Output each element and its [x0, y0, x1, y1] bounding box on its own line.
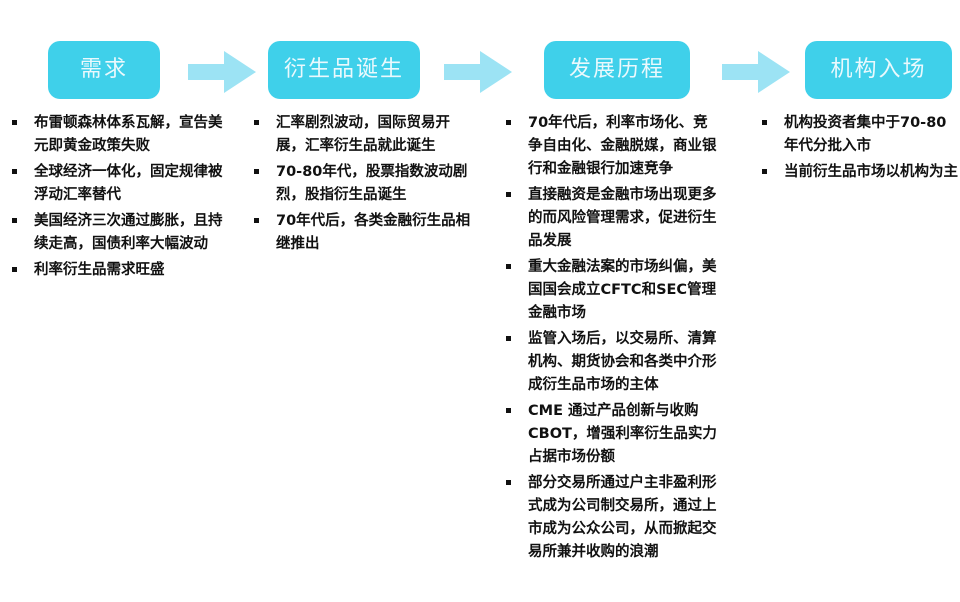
- list-item: CME 通过产品创新与收购CBOT，增强利率衍生品实力占据市场份额: [492, 400, 722, 469]
- list-item: 重大金融法案的市场纠偏，美国国会成立CFTC和SEC管理金融市场: [492, 256, 722, 325]
- stage-chip-label: 衍生品诞生: [283, 57, 404, 82]
- stage-chip-demand: 需求: [48, 41, 160, 99]
- bullet-list: 汇率剧烈波动，国际贸易开展，汇率衍生品就此诞生 70-80年代，股票指数波动剧烈…: [240, 112, 472, 256]
- list-item: 70年代后，各类金融衍生品相继推出: [240, 210, 472, 256]
- stage-chip-label: 发展历程: [568, 57, 665, 82]
- list-item: 汇率剧烈波动，国际贸易开展，汇率衍生品就此诞生: [240, 112, 472, 158]
- stage-bullets-birth: 汇率剧烈波动，国际贸易开展，汇率衍生品就此诞生 70-80年代，股票指数波动剧烈…: [240, 112, 472, 259]
- bullet-list: 机构投资者集中于70-80年代分批入市 当前衍生品市场以机构为主: [748, 112, 960, 184]
- right-arrow-icon: [444, 51, 512, 93]
- list-item: 部分交易所通过户主非盈利形式成为公司制交易所，通过上市成为公众公司，从而掀起交易…: [492, 472, 722, 564]
- bullet-list: 70年代后，利率市场化、竞争自由化、金融脱媒，商业银行和金融银行加速竞争 直接融…: [492, 112, 722, 564]
- list-item: 布雷顿森林体系瓦解，宣告美元即黄金政策失败: [0, 112, 236, 158]
- list-item: 70-80年代，股票指数波动剧烈，股指衍生品诞生: [240, 161, 472, 207]
- stage-chip-label: 需求: [79, 57, 128, 82]
- list-item: 直接融资是金融市场出现更多的而风险管理需求，促进衍生品发展: [492, 184, 722, 253]
- list-item: 美国经济三次通过膨胀，且持续走高，国债利率大幅波动: [0, 210, 236, 256]
- bullet-list: 布雷顿森林体系瓦解，宣告美元即黄金政策失败 全球经济一体化，固定规律被浮动汇率替…: [0, 112, 236, 282]
- right-arrow-icon: [722, 51, 790, 93]
- list-item: 监管入场后，以交易所、清算机构、期货协会和各类中介形成衍生品市场的主体: [492, 328, 722, 397]
- stage-chip-institutions: 机构入场: [805, 41, 952, 99]
- right-arrow-icon: [188, 51, 256, 93]
- list-item: 利率衍生品需求旺盛: [0, 259, 236, 282]
- stage-chip-development: 发展历程: [544, 41, 690, 99]
- stage-bullets-development: 70年代后，利率市场化、竞争自由化、金融脱媒，商业银行和金融银行加速竞争 直接融…: [492, 112, 722, 567]
- stage-chip-birth: 衍生品诞生: [268, 41, 420, 99]
- list-item: 当前衍生品市场以机构为主: [748, 161, 960, 184]
- list-item: 全球经济一体化，固定规律被浮动汇率替代: [0, 161, 236, 207]
- list-item: 70年代后，利率市场化、竞争自由化、金融脱媒，商业银行和金融银行加速竞争: [492, 112, 722, 181]
- stage-bullets-demand: 布雷顿森林体系瓦解，宣告美元即黄金政策失败 全球经济一体化，固定规律被浮动汇率替…: [0, 112, 236, 285]
- stage-chip-label: 机构入场: [830, 57, 927, 82]
- stage-bullets-institutions: 机构投资者集中于70-80年代分批入市 当前衍生品市场以机构为主: [748, 112, 960, 187]
- list-item: 机构投资者集中于70-80年代分批入市: [748, 112, 960, 158]
